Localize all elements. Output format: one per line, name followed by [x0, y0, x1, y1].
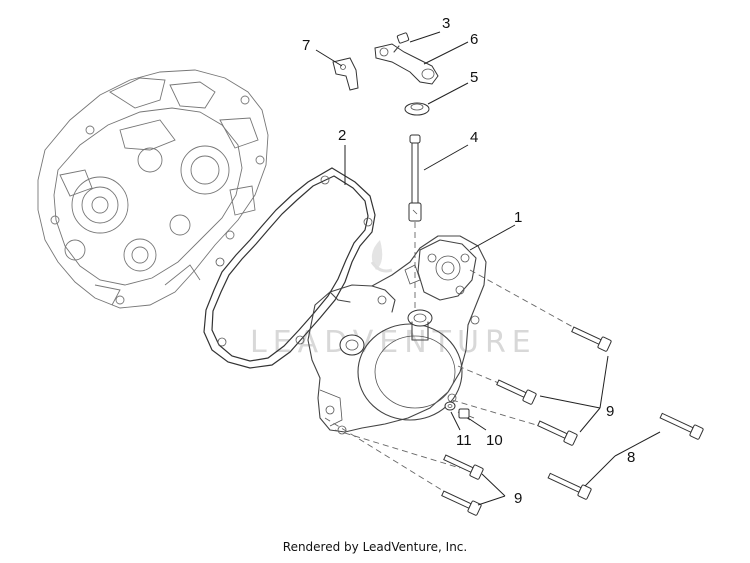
plug-screw	[458, 408, 475, 419]
callout-4: 4	[470, 129, 478, 146]
watermark-text: LEADVENTURE	[250, 325, 537, 360]
long-bolt	[659, 412, 704, 440]
shaft-seal	[404, 102, 430, 116]
cable-bracket	[332, 57, 359, 91]
cover-bolt	[496, 379, 537, 405]
cover-bolt	[537, 420, 578, 446]
cover-bolt	[571, 326, 612, 352]
callout-2: 2	[338, 127, 346, 144]
callout-8: 8	[627, 449, 635, 466]
callout-7: 7	[302, 37, 310, 54]
callout-5: 5	[470, 69, 478, 86]
callout-1: 1	[514, 209, 522, 226]
clutch-cover	[307, 235, 487, 435]
callout-11: 11	[456, 432, 472, 449]
sealing-washer	[444, 401, 456, 411]
callout-9-upper: 9	[606, 403, 614, 420]
cover-bolt-group	[441, 326, 612, 516]
clutch-release-shaft	[408, 134, 422, 222]
leader-lines	[315, 31, 661, 506]
render-credit-footer: Rendered by LeadVenture, Inc.	[282, 540, 468, 554]
lever-screw	[393, 32, 410, 53]
long-bolt	[547, 472, 592, 500]
cover-bolt	[441, 490, 482, 516]
clutch-release-lever	[374, 43, 439, 85]
clutch-cover-gasket	[203, 167, 376, 369]
callout-3: 3	[442, 15, 450, 32]
long-bolt-group	[547, 412, 704, 500]
callout-labels: 1 2 3 4 5 6 7 8 9 9 10 11	[302, 15, 635, 507]
cover-bolt	[443, 454, 484, 480]
crankcase-illustration	[37, 69, 269, 309]
callout-6: 6	[470, 31, 478, 48]
callout-9-lower: 9	[514, 490, 522, 507]
callout-10: 10	[486, 432, 503, 449]
